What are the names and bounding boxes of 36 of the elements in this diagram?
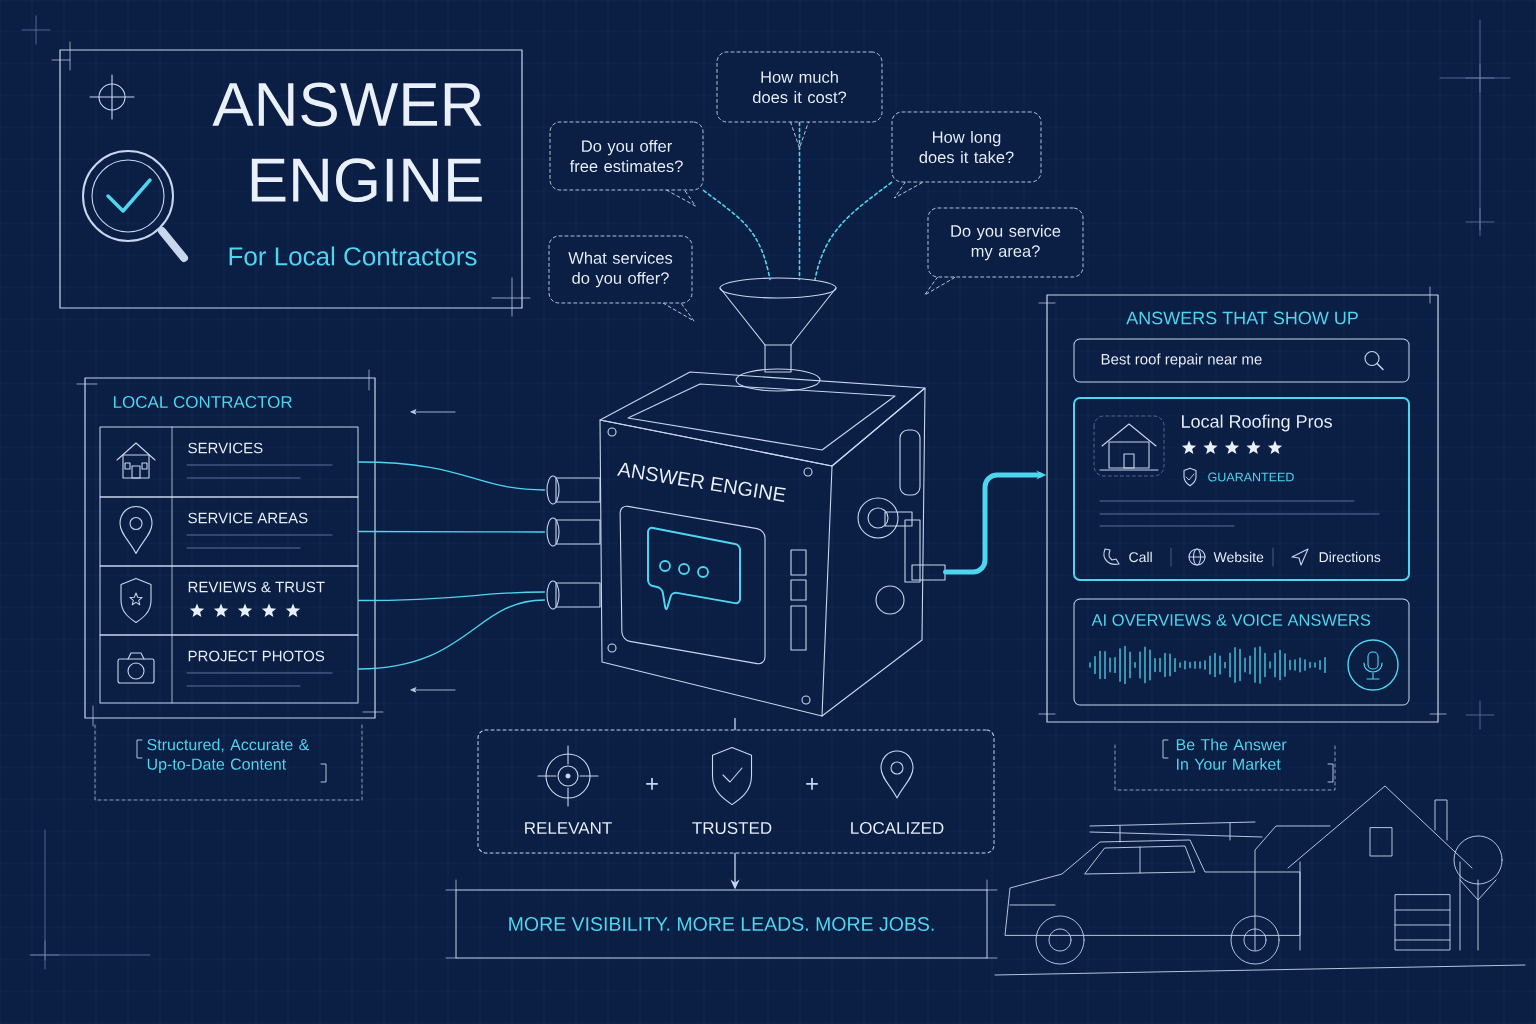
connector-line	[814, 181, 893, 281]
node-label: TRUSTED	[692, 821, 772, 835]
table-row: SERVICE AREAS	[99, 496, 359, 567]
business-listing-card: Local Roofing Pros GUARANTEED Call Website Directions	[1073, 397, 1410, 581]
benefit-item: TRUSTED	[692, 746, 772, 834]
search-field: Best roof repair near me	[1073, 338, 1410, 383]
table-row: REVIEWS & TRUST	[99, 565, 359, 636]
note-text: Be The Answer In Your Market	[1176, 738, 1287, 770]
title-box: ANSWER ENGINE For Local Contractors	[51, 41, 531, 317]
speech-bubble: Do you offer free estimates?	[549, 121, 704, 207]
table-row: PROJECT PHOTOS	[99, 634, 359, 704]
dashed-box	[477, 729, 995, 854]
plus-sign: +	[806, 778, 818, 790]
speech-bubble: How long does it take?	[891, 111, 1042, 199]
action-link: Call	[1103, 548, 1152, 565]
action-link: Website	[1188, 548, 1264, 566]
voice-answer-panel: AI OVERVIEWS & VOICE ANSWERS	[1073, 598, 1410, 706]
connector-line	[357, 591, 546, 602]
connector-line	[357, 599, 546, 670]
node-label: LOCALIZED	[851, 821, 944, 835]
action-link: Directions	[1291, 548, 1381, 566]
result-banner: MORE VISIBILITY. MORE LEADS. MORE JOBS.	[445, 879, 998, 959]
table-row: SERVICES	[99, 426, 359, 498]
connector-line	[357, 461, 546, 491]
benefit-item: LOCALIZED	[851, 750, 944, 834]
connector-line	[734, 717, 736, 731]
note-text: Structured, Accurate & Up-to-Date Content	[147, 738, 309, 773]
speech-bubble: What services do you offer?	[548, 235, 695, 322]
speech-bubble: How much does it cost?	[716, 51, 883, 149]
speech-bubble: Do you service my area?	[924, 207, 1084, 296]
connector-line	[798, 121, 801, 281]
plus-sign: +	[646, 778, 658, 790]
benefit-item: RELEVANT	[525, 745, 612, 834]
connector-line	[357, 530, 546, 533]
node-label: RELEVANT	[525, 822, 612, 834]
connector-line	[702, 189, 771, 281]
